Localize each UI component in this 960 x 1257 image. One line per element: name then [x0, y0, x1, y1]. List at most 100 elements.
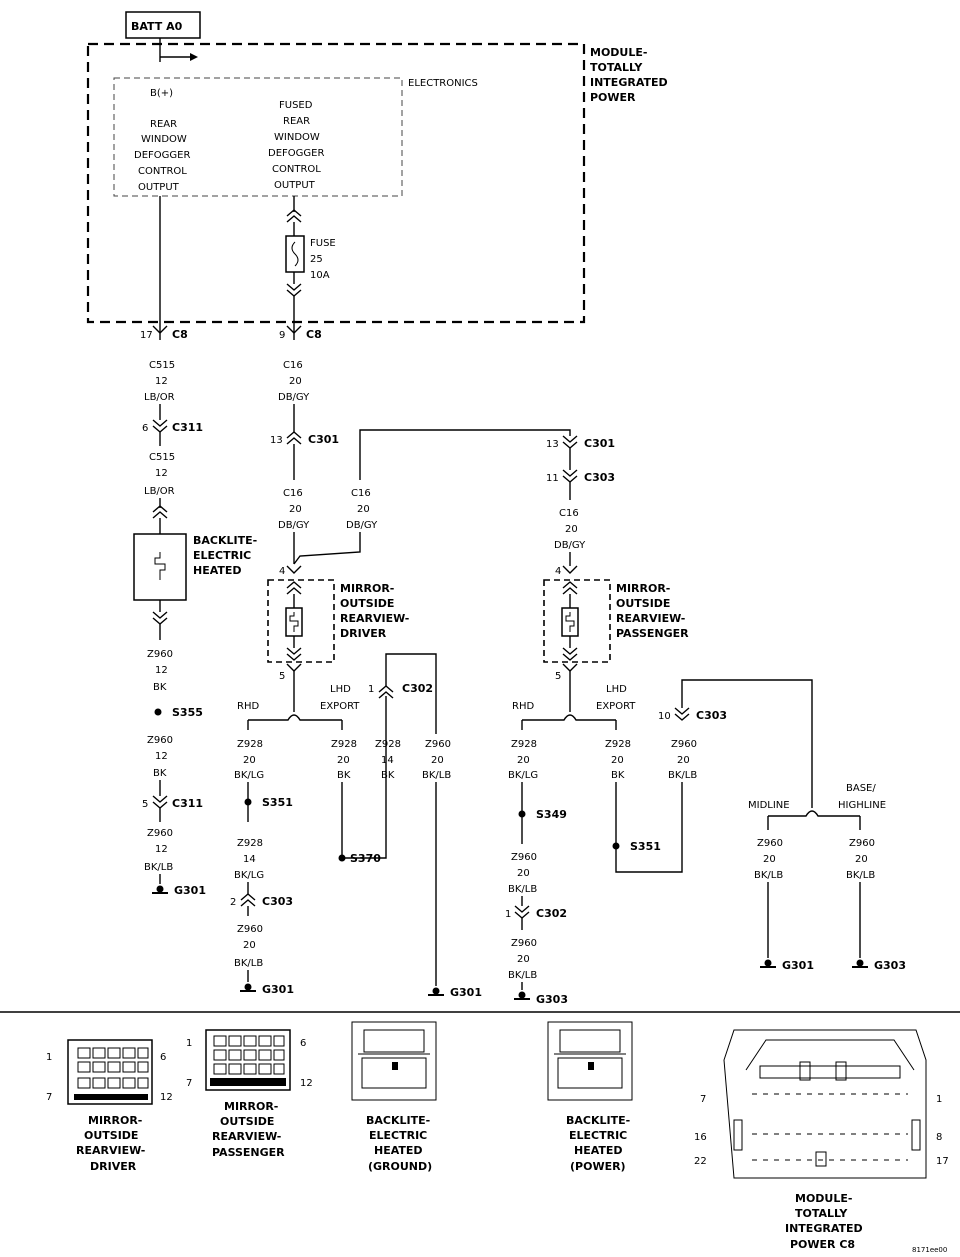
batt-label: BATT A0	[131, 20, 183, 33]
wire-z928-b: Z928 14 BK/LG	[234, 838, 264, 881]
svg-text:MIRROR-: MIRROR-	[224, 1100, 278, 1113]
svg-text:Z960: Z960	[147, 828, 173, 839]
backlite-label: BACKLITE- ELECTRIC HEATED	[193, 534, 257, 577]
svg-text:12: 12	[155, 751, 168, 762]
svg-text:Z928: Z928	[605, 739, 631, 750]
svg-text:MIRROR-: MIRROR-	[88, 1114, 142, 1127]
svg-text:Z928: Z928	[237, 838, 263, 849]
svg-text:BK/LB: BK/LB	[144, 862, 173, 873]
wire-c515-b: C515 12 LB/OR	[144, 452, 175, 497]
svg-text:MODULE-: MODULE-	[795, 1192, 852, 1205]
svg-text:Z928: Z928	[331, 739, 357, 750]
ground-g301-left: G301	[174, 884, 206, 897]
wire-c16-top: C16 20 DB/GY	[278, 360, 310, 403]
svg-text:LHD: LHD	[606, 684, 627, 695]
svg-text:12: 12	[300, 1078, 313, 1089]
svg-text:6: 6	[300, 1038, 306, 1049]
bplus-label: B(+)	[150, 88, 173, 99]
svg-text:6: 6	[142, 423, 148, 434]
svg-text:TOTALLY: TOTALLY	[590, 61, 643, 74]
svg-text:5: 5	[555, 671, 561, 682]
svg-text:20: 20	[243, 755, 256, 766]
splice-s351-left: S351	[262, 796, 293, 809]
svg-text:ELECTRIC: ELECTRIC	[369, 1129, 427, 1142]
wire-c16-right: C16 20 DB/GY	[554, 508, 586, 551]
svg-text:6: 6	[160, 1052, 166, 1063]
svg-text:WINDOW: WINDOW	[141, 134, 187, 145]
branch-rhd-left: RHD	[237, 701, 259, 712]
svg-text:REARVIEW-: REARVIEW-	[212, 1130, 281, 1143]
wire-z960-c: Z960 12 BK/LB	[144, 828, 173, 873]
svg-text:DB/GY: DB/GY	[346, 520, 378, 531]
svg-text:Z960: Z960	[237, 924, 263, 935]
svg-text:Z960: Z960	[757, 838, 783, 849]
svg-text:OUTSIDE: OUTSIDE	[84, 1129, 138, 1142]
wire-c16-mid: C16 20 DB/GY	[346, 488, 378, 531]
svg-text:DB/GY: DB/GY	[554, 540, 586, 551]
svg-text:14: 14	[243, 854, 256, 865]
svg-text:C16: C16	[559, 508, 579, 519]
svg-text:Z960: Z960	[425, 739, 451, 750]
svg-text:4: 4	[555, 566, 561, 577]
wire-c16-left: C16 20 DB/GY	[278, 488, 310, 531]
svg-text:BK/LB: BK/LB	[668, 770, 697, 781]
svg-text:20: 20	[337, 755, 350, 766]
wire-z928-c: Z928 20 BK	[331, 739, 357, 781]
svg-text:REARVIEW-: REARVIEW-	[76, 1144, 145, 1157]
svg-text:16: 16	[694, 1132, 707, 1143]
svg-text:BACKLITE-: BACKLITE-	[193, 534, 257, 547]
svg-text:BK/LB: BK/LB	[754, 870, 783, 881]
wire-z960-f: Z960 20 BK/LB	[508, 852, 537, 895]
ground-g301-center: G301	[262, 983, 294, 996]
svg-text:DEFOGGER: DEFOGGER	[134, 150, 190, 161]
svg-text:20: 20	[855, 854, 868, 865]
branch-base-highline: BASE/ HIGHLINE	[838, 783, 886, 811]
svg-text:10: 10	[658, 711, 671, 722]
svg-text:25: 25	[310, 254, 323, 265]
connector-view-module-c8: 7 1 16 8 22 17 MODULE- TOTALLY INTEGRATE…	[694, 1029, 949, 1251]
svg-text:CONTROL: CONTROL	[272, 164, 321, 175]
connector-view-mirror-driver: 1 6 7 12 MIRROR- OUTSIDE REARVIEW- DRIVE…	[46, 1039, 173, 1173]
backlite-heater	[133, 533, 187, 601]
svg-text:10A: 10A	[310, 270, 330, 281]
svg-text:HIGHLINE: HIGHLINE	[838, 800, 886, 811]
svg-text:Z960: Z960	[671, 739, 697, 750]
svg-text:OUTSIDE: OUTSIDE	[340, 597, 394, 610]
ground-g301-right: G301	[782, 959, 814, 972]
figure-id: 8171ee00	[912, 1246, 947, 1254]
svg-text:BK/LB: BK/LB	[846, 870, 875, 881]
svg-text:REAR: REAR	[283, 116, 310, 127]
svg-text:DB/GY: DB/GY	[278, 392, 310, 403]
c303-pin2-label: C303	[262, 895, 293, 908]
svg-text:Z928: Z928	[375, 739, 401, 750]
svg-text:Z928: Z928	[237, 739, 263, 750]
c303-top-label: C303	[584, 471, 615, 484]
wire-z960-j: Z960 20 BK/LB	[846, 838, 875, 881]
svg-text:INTEGRATED: INTEGRATED	[590, 76, 668, 89]
svg-text:BK: BK	[153, 768, 167, 779]
svg-text:20: 20	[243, 940, 256, 951]
svg-text:5: 5	[279, 671, 285, 682]
svg-text:C16: C16	[283, 360, 303, 371]
electronics-label: ELECTRONICS	[408, 78, 478, 89]
svg-text:20: 20	[565, 524, 578, 535]
svg-text:7: 7	[46, 1092, 52, 1103]
svg-text:4: 4	[279, 566, 285, 577]
c8-left-label: C8	[172, 328, 188, 341]
svg-text:12: 12	[155, 665, 168, 676]
svg-text:C515: C515	[149, 452, 175, 463]
svg-text:OUTPUT: OUTPUT	[138, 182, 180, 193]
connector-view-mirror-passenger: 1 6 7 12 MIRROR- OUTSIDE REARVIEW- PASSE…	[186, 1029, 313, 1159]
svg-text:EXPORT: EXPORT	[320, 701, 360, 712]
svg-text:(POWER): (POWER)	[570, 1160, 626, 1173]
wire-z960-a: Z960 12 BK	[147, 649, 173, 693]
wire-z928-a: Z928 20 BK/LG	[234, 739, 264, 781]
wire-z928-e: Z928 20 BK/LG	[508, 739, 538, 781]
svg-text:OUTPUT: OUTPUT	[274, 180, 316, 191]
svg-text:BK: BK	[153, 682, 167, 693]
svg-text:MODULE-: MODULE-	[590, 46, 647, 59]
svg-text:Z928: Z928	[511, 739, 537, 750]
svg-text:HEATED: HEATED	[193, 564, 242, 577]
svg-text:Z960: Z960	[147, 735, 173, 746]
svg-text:22: 22	[694, 1156, 707, 1167]
